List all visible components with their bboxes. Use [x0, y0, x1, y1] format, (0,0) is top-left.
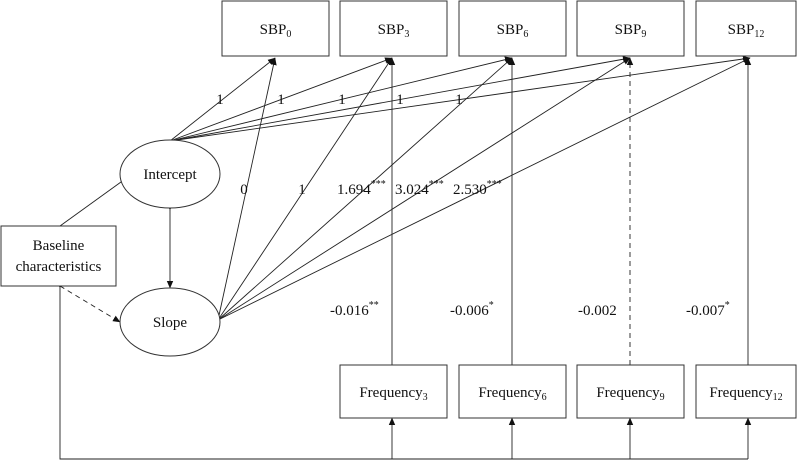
svg-text:SBP12: SBP12 — [728, 22, 765, 40]
edge-slope-sbp9 — [217, 57, 631, 321]
edge-slope-sbp12 — [217, 57, 751, 321]
svg-text:Frequency3: Frequency3 — [359, 385, 427, 403]
frequency-effect-3: -0.016** — [330, 300, 379, 319]
slope-loading-labels: 0 1 1.694*** 3.024*** 2.530*** — [240, 179, 502, 198]
frequency-paths — [388, 57, 752, 365]
intercept-loading-sbp12: 1 — [455, 92, 463, 108]
slope-paths — [217, 57, 751, 321]
frequency-6-box: Frequency6 — [458, 364, 567, 419]
edge-slope-sbp6 — [217, 57, 513, 321]
sbp-9-box: SBP9 — [576, 0, 685, 57]
intercept-paths — [169, 55, 751, 142]
frequency-effect-12: -0.007* — [686, 300, 730, 319]
svg-text:SBP3: SBP3 — [378, 22, 410, 40]
intercept-ellipse: Intercept — [119, 139, 221, 209]
edge-baseline-intercept — [59, 173, 133, 227]
sbp-6-box: SBP6 — [458, 0, 567, 57]
baseline-paths — [56, 173, 752, 460]
svg-text:Baseline: Baseline — [33, 238, 85, 254]
frequency-9-box: Frequency9 — [576, 364, 685, 419]
edge-intercept-sbp3 — [169, 57, 393, 142]
intercept-loading-labels: 1 1 1 1 1 — [216, 92, 463, 108]
slope-loading-sbp0: 0 — [240, 182, 248, 198]
edge-slope-sbp0 — [217, 57, 277, 321]
edge-slope-sbp3 — [217, 57, 393, 321]
slope-loading-sbp12: 2.530*** — [453, 179, 502, 198]
svg-text:SBP0: SBP0 — [260, 22, 292, 40]
svg-text:Frequency12: Frequency12 — [709, 385, 782, 403]
svg-text:SBP9: SBP9 — [615, 22, 647, 40]
frequency-effect-labels: -0.016** -0.006* -0.002 -0.007* — [327, 296, 744, 319]
svg-text:Frequency9: Frequency9 — [596, 385, 664, 403]
sbp-12-box: SBP12 — [695, 0, 797, 57]
baseline-characteristics-box: Baseline characteristics — [0, 225, 117, 287]
svg-text:Slope: Slope — [153, 315, 188, 331]
intercept-loading-sbp6: 1 — [338, 92, 346, 108]
slope-loading-sbp6: 1.694*** — [337, 179, 386, 198]
edge-baseline-slope — [59, 285, 121, 323]
slope-ellipse: Slope — [119, 287, 221, 357]
sbp-3-box: SBP3 — [339, 0, 448, 57]
edge-intercept-sbp0 — [169, 57, 276, 142]
intercept-loading-sbp9: 1 — [396, 92, 404, 108]
svg-text:characteristics: characteristics — [16, 259, 102, 275]
edge-intercept-sbp6 — [169, 56, 513, 142]
intercept-loading-sbp3: 1 — [277, 92, 285, 108]
edge-intercept-sbp9 — [169, 56, 631, 142]
svg-text:Frequency6: Frequency6 — [478, 385, 546, 403]
intercept-loading-sbp0: 1 — [216, 92, 224, 108]
edge-intercept-sbp12 — [169, 55, 751, 142]
sbp-0-box: SBP0 — [221, 0, 330, 57]
slope-loading-sbp9: 3.024*** — [395, 179, 444, 198]
edge-baseline-bus — [56, 281, 748, 460]
frequency-3-box: Frequency3 — [339, 364, 448, 419]
svg-text:Intercept: Intercept — [143, 167, 197, 183]
frequency-12-box: Frequency12 — [695, 364, 797, 419]
svg-text:SBP6: SBP6 — [497, 22, 529, 40]
frequency-effect-6: -0.006* — [450, 300, 494, 319]
frequency-effect-9: -0.002 — [578, 303, 617, 319]
slope-loading-sbp3: 1 — [298, 182, 306, 198]
